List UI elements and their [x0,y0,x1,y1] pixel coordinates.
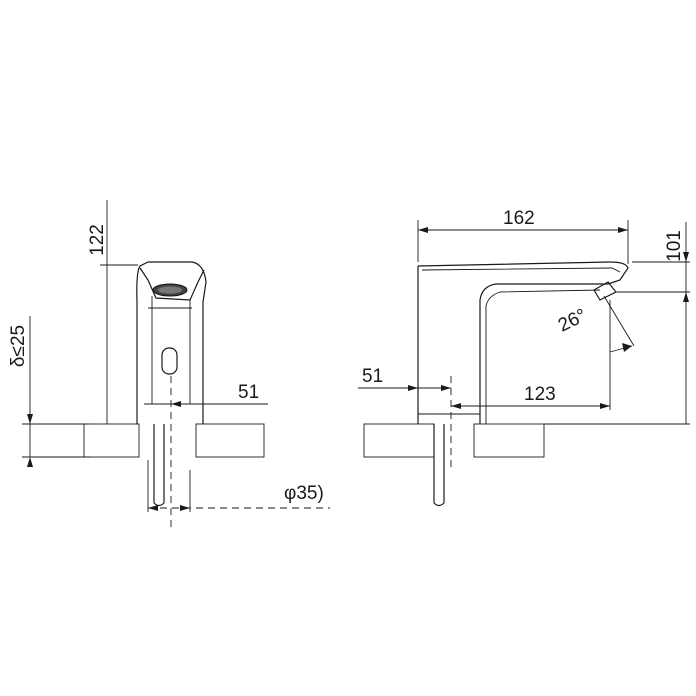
dim-deck-label: δ≤25 [8,325,29,367]
dim-hole-arrow-left [148,505,158,511]
side-countertop-left [363,423,435,458]
dim-front-51-label: 51 [238,382,259,403]
side-spout-top [417,261,629,285]
dim-162-arrow-right [618,227,628,233]
dim-side-51-label: 51 [362,366,383,387]
dim-hole-arrow-right [180,505,190,511]
dim-angle-label: 26° [555,305,590,336]
dim-123-arrow-left [451,403,461,409]
dim-162-arrow-left [418,227,428,233]
dim-deck-arrow-bottom [27,457,33,467]
side-countertop-right [473,423,545,458]
dim-side-51-arrow [408,385,418,391]
front-spout-head [139,267,205,301]
side-spout-top-inner [421,267,621,273]
aerator-inner [158,286,182,294]
front-view: 122 δ≤25 51 φ35) [8,200,330,530]
dim-side-51-arrow-2 [441,385,451,391]
dim-123-label: 123 [524,384,556,405]
side-spout-underside [479,283,608,424]
front-countertop-right [195,423,265,458]
dim-angle-arrow [622,343,632,352]
side-view: 162 101 26° 51 123 [358,208,690,507]
dim-101-arrow-top [683,252,689,262]
side-spout-under-inner [485,289,601,424]
dim-122-label: 122 [87,224,108,256]
dim-deck-arrow-top [27,414,33,424]
dim-123-arrow-right [600,403,610,409]
sensor-window-icon [161,347,178,375]
dim-angle-ray [603,295,635,347]
dim-162-label: 162 [503,208,535,229]
front-inlet-pipe-end [153,502,165,507]
dim-hole-label: φ35) [284,483,324,504]
side-inlet-pipe-end [433,502,445,507]
front-countertop-left [83,423,140,458]
dim-101-arrow-bottom [683,292,689,302]
dim-101-label: 101 [664,230,685,262]
dim-front-51-arrow [171,401,181,407]
front-faucet-body [136,261,207,424]
